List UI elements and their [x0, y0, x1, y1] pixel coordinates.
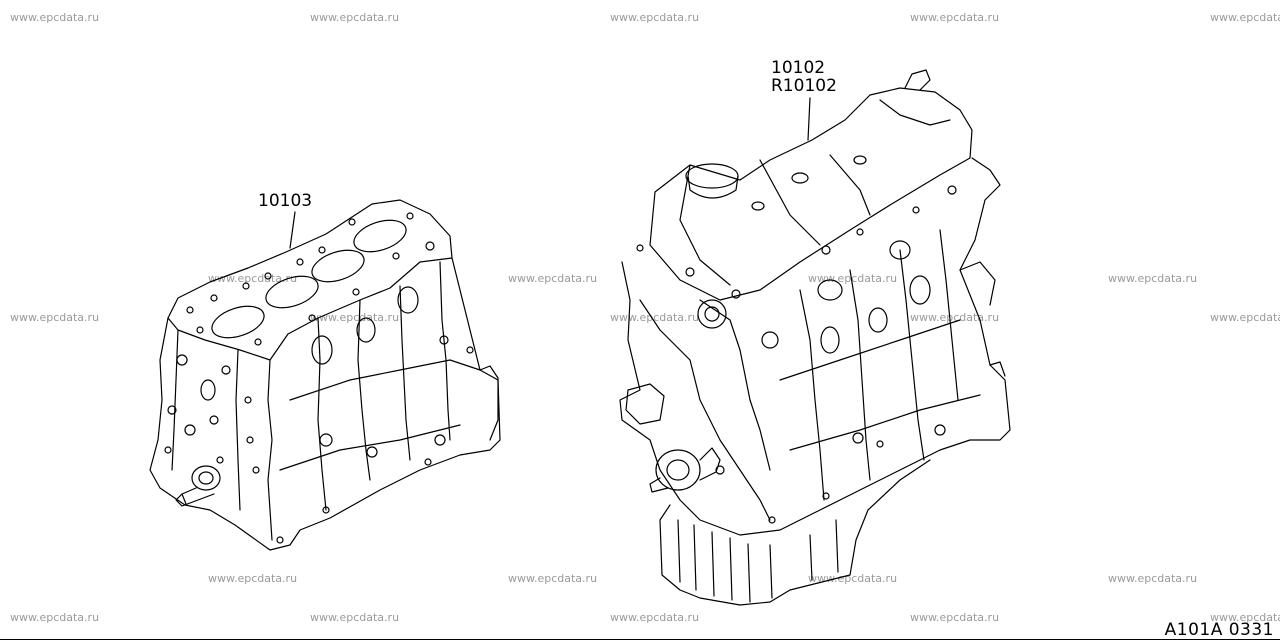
watermark: www.epcdata.ru — [310, 311, 400, 324]
watermark: www.epcdata.ru — [610, 311, 700, 324]
leader-line-short-block — [289, 211, 296, 249]
watermark: www.epcdata.ru — [1210, 311, 1280, 324]
watermark: www.epcdata.ru — [808, 272, 898, 285]
callout-full-engine: 10102 — [771, 58, 826, 78]
watermark: www.epcdata.ru — [1210, 11, 1280, 24]
watermark: www.epcdata.ru — [910, 311, 1000, 324]
watermark: www.epcdata.ru — [208, 572, 298, 585]
watermark: www.epcdata.ru — [610, 11, 700, 24]
watermark: www.epcdata.ru — [508, 272, 598, 285]
watermark: www.epcdata.ru — [1108, 272, 1198, 285]
watermark: www.epcdata.ru — [910, 11, 1000, 24]
diagram-code: A101A 0331 — [1164, 620, 1274, 640]
full-engine-illustration — [619, 69, 1011, 606]
watermark: www.epcdata.ru — [808, 572, 898, 585]
watermark: www.epcdata.ru — [10, 311, 100, 324]
watermark: www.epcdata.ru — [1210, 611, 1280, 624]
callout-full-engine-reman: R10102 — [771, 76, 837, 96]
watermark: www.epcdata.ru — [610, 611, 700, 624]
watermark: www.epcdata.ru — [10, 611, 100, 624]
watermark: www.epcdata.ru — [508, 572, 598, 585]
watermark: www.epcdata.ru — [208, 272, 298, 285]
watermark: www.epcdata.ru — [310, 611, 400, 624]
short-block-illustration — [149, 199, 501, 551]
callout-short-block: 10103 — [258, 191, 313, 211]
watermark: www.epcdata.ru — [910, 611, 1000, 624]
watermark: www.epcdata.ru — [10, 11, 100, 24]
watermark: www.epcdata.ru — [1108, 572, 1198, 585]
leader-line-full-engine — [807, 97, 811, 141]
watermark: www.epcdata.ru — [310, 11, 400, 24]
